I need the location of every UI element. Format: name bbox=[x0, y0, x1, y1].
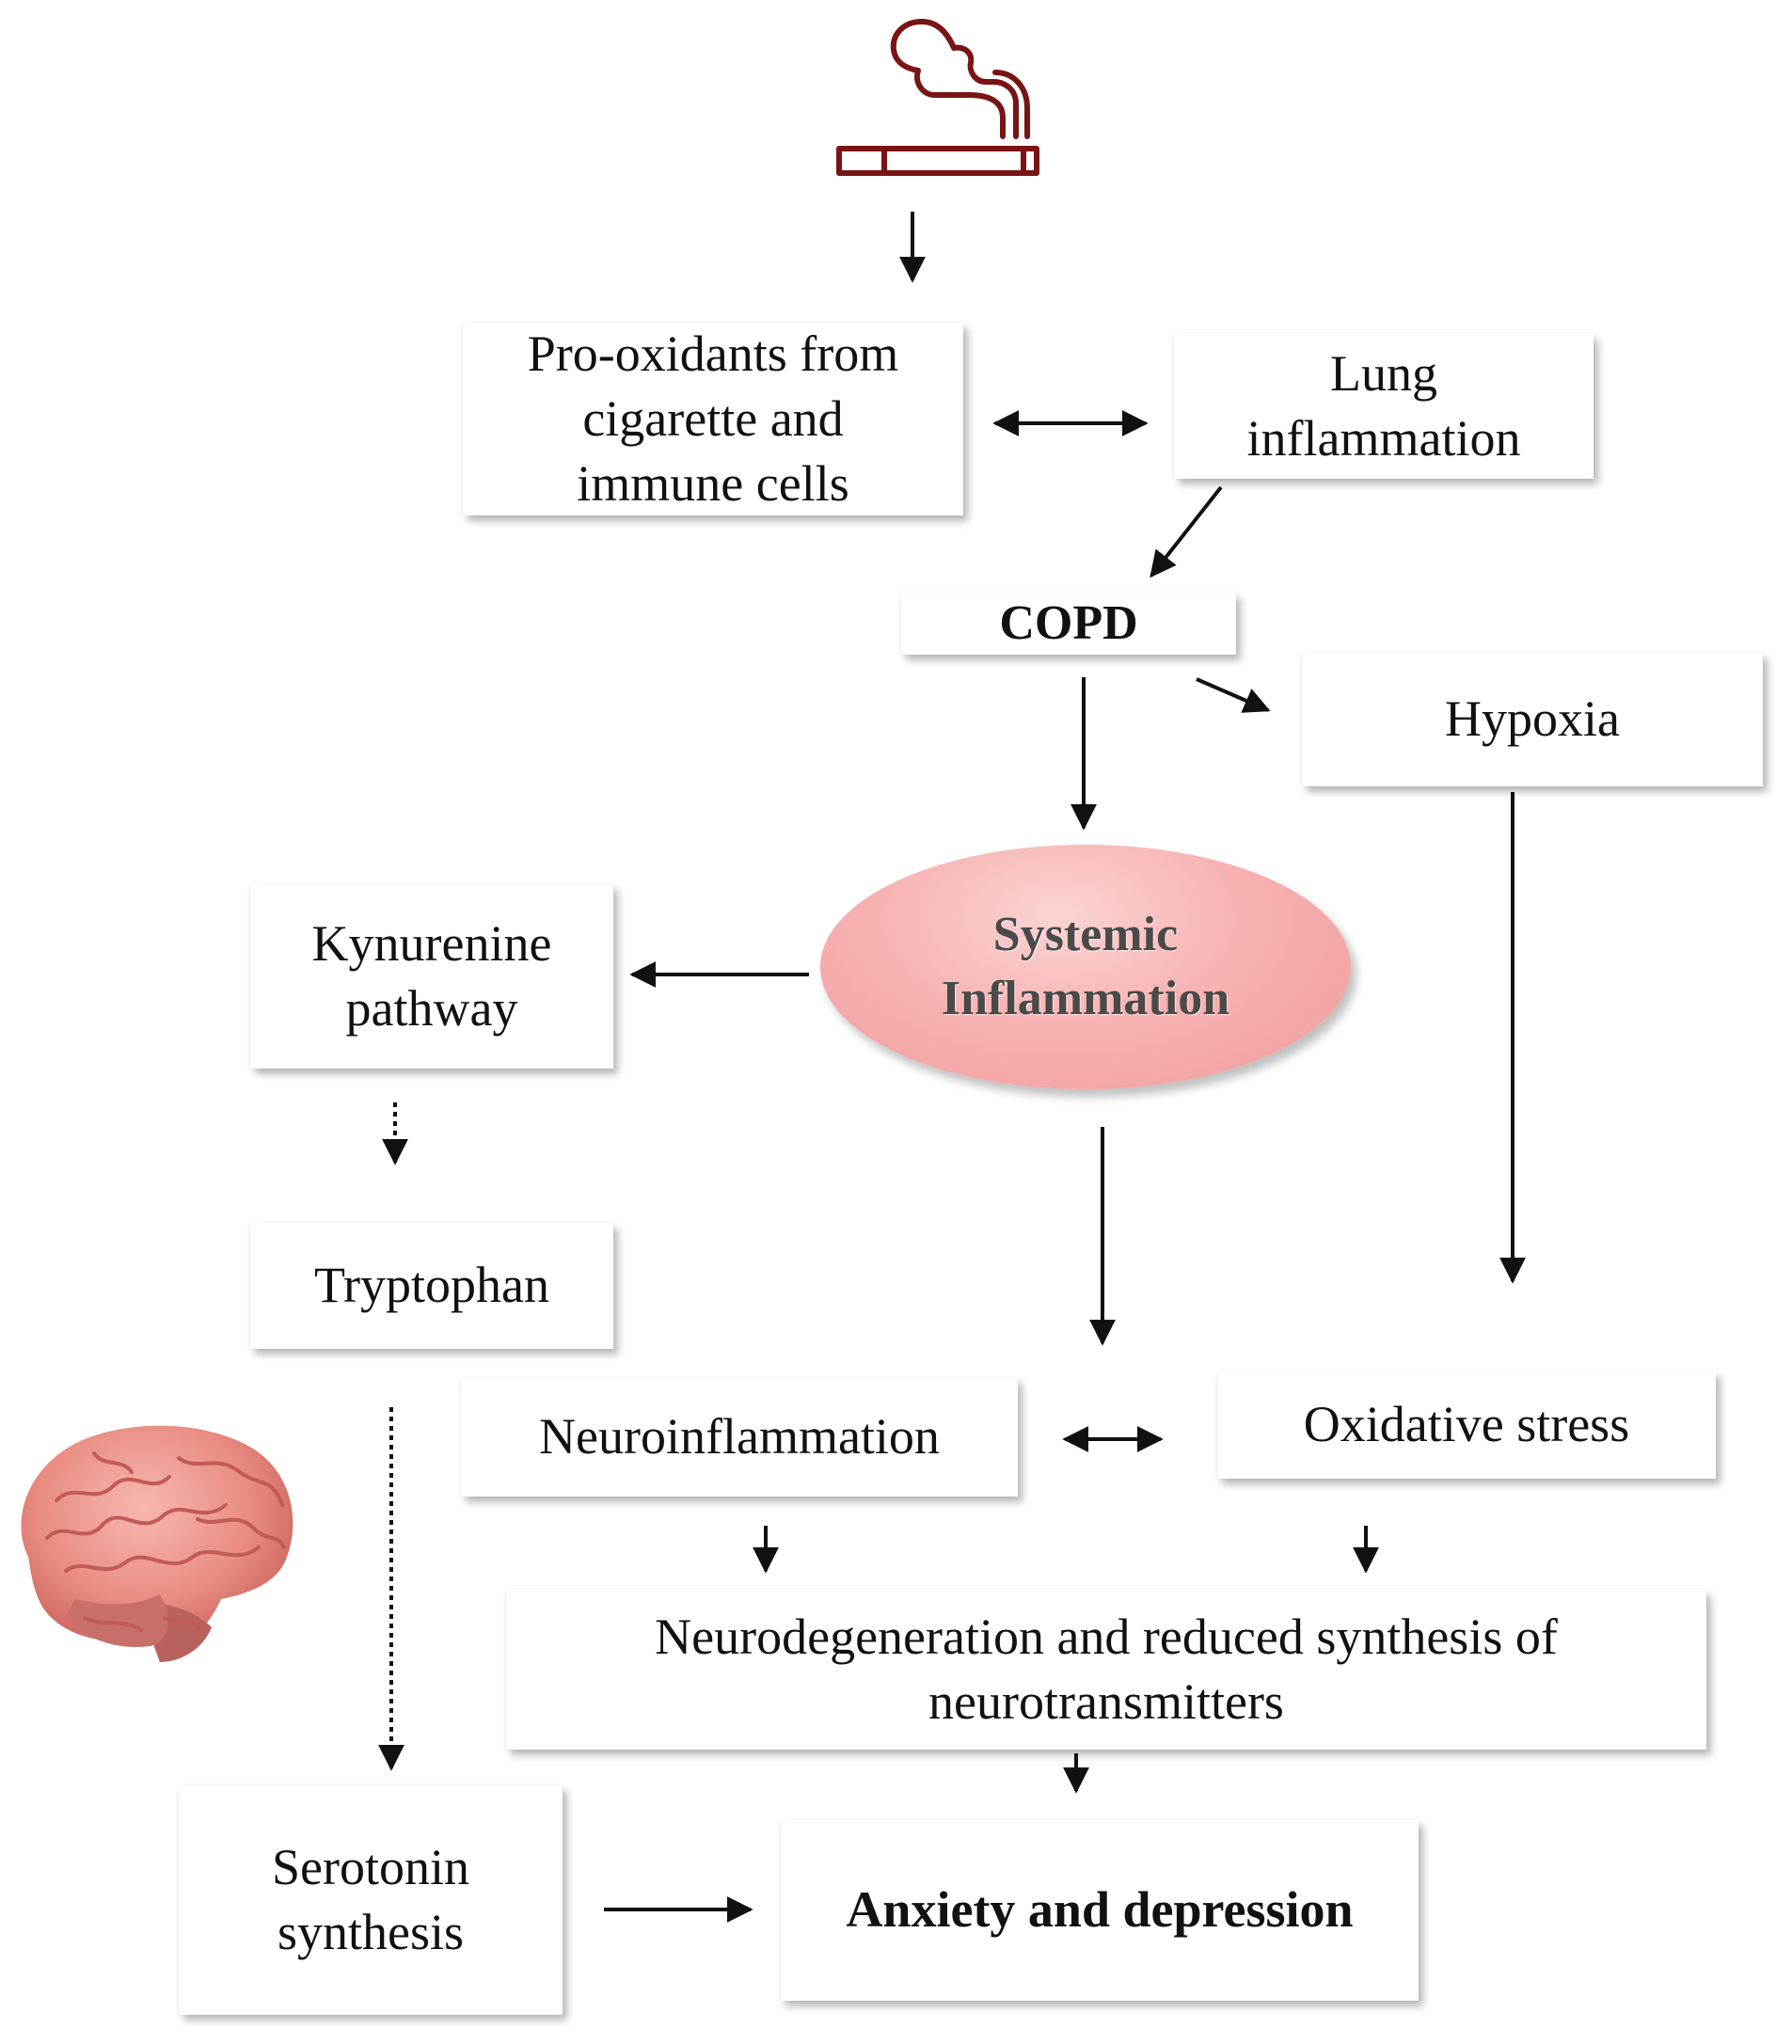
arrow-lung-to-copd bbox=[1150, 485, 1223, 578]
kynurenine-box: Kynurenine pathway bbox=[250, 884, 613, 1069]
anxiety-depression-label: Anxiety and depression bbox=[846, 1881, 1354, 1939]
oxidative-stress-label: Oxidative stress bbox=[1303, 1396, 1630, 1453]
prooxidants-label: Pro-oxidants from cigarette and immune c… bbox=[527, 325, 899, 513]
systemic-inflammation-node: Systemic Inflammation bbox=[820, 845, 1351, 1089]
neuroinflammation-label: Neuroinflammation bbox=[539, 1408, 940, 1466]
tryptophan-box: Tryptophan bbox=[250, 1223, 613, 1349]
arrow-copd-to-hypoxia bbox=[1196, 677, 1271, 713]
copd-label: COPD bbox=[999, 595, 1138, 650]
copd-box: COPD bbox=[901, 593, 1236, 655]
hypoxia-box: Hypoxia bbox=[1302, 653, 1763, 786]
neuroinflammation-box: Neuroinflammation bbox=[461, 1378, 1018, 1497]
prooxidants-box: Pro-oxidants from cigarette and immune c… bbox=[463, 323, 963, 515]
lung-inflammation-box: Lung inflammation bbox=[1174, 334, 1594, 479]
oxidative-stress-box: Oxidative stress bbox=[1217, 1371, 1716, 1479]
lung-inflammation-label: Lung inflammation bbox=[1246, 344, 1521, 467]
neurodegeneration-label: Neurodegeneration and reduced synthesis … bbox=[655, 1608, 1558, 1730]
tryptophan-label: Tryptophan bbox=[313, 1257, 550, 1314]
hypoxia-label: Hypoxia bbox=[1445, 690, 1620, 748]
neurodegeneration-box: Neurodegeneration and reduced synthesis … bbox=[506, 1590, 1706, 1750]
cigarette-icon bbox=[836, 19, 1039, 176]
serotonin-label: Serotonin synthesis bbox=[272, 1838, 469, 1960]
anxiety-depression-box: Anxiety and depression bbox=[781, 1820, 1419, 2001]
systemic-inflammation-label: Systemic Inflammation bbox=[941, 908, 1230, 1025]
kynurenine-label: Kynurenine pathway bbox=[311, 914, 552, 1037]
brain-image bbox=[21, 1425, 293, 1662]
serotonin-box: Serotonin synthesis bbox=[179, 1785, 563, 2015]
